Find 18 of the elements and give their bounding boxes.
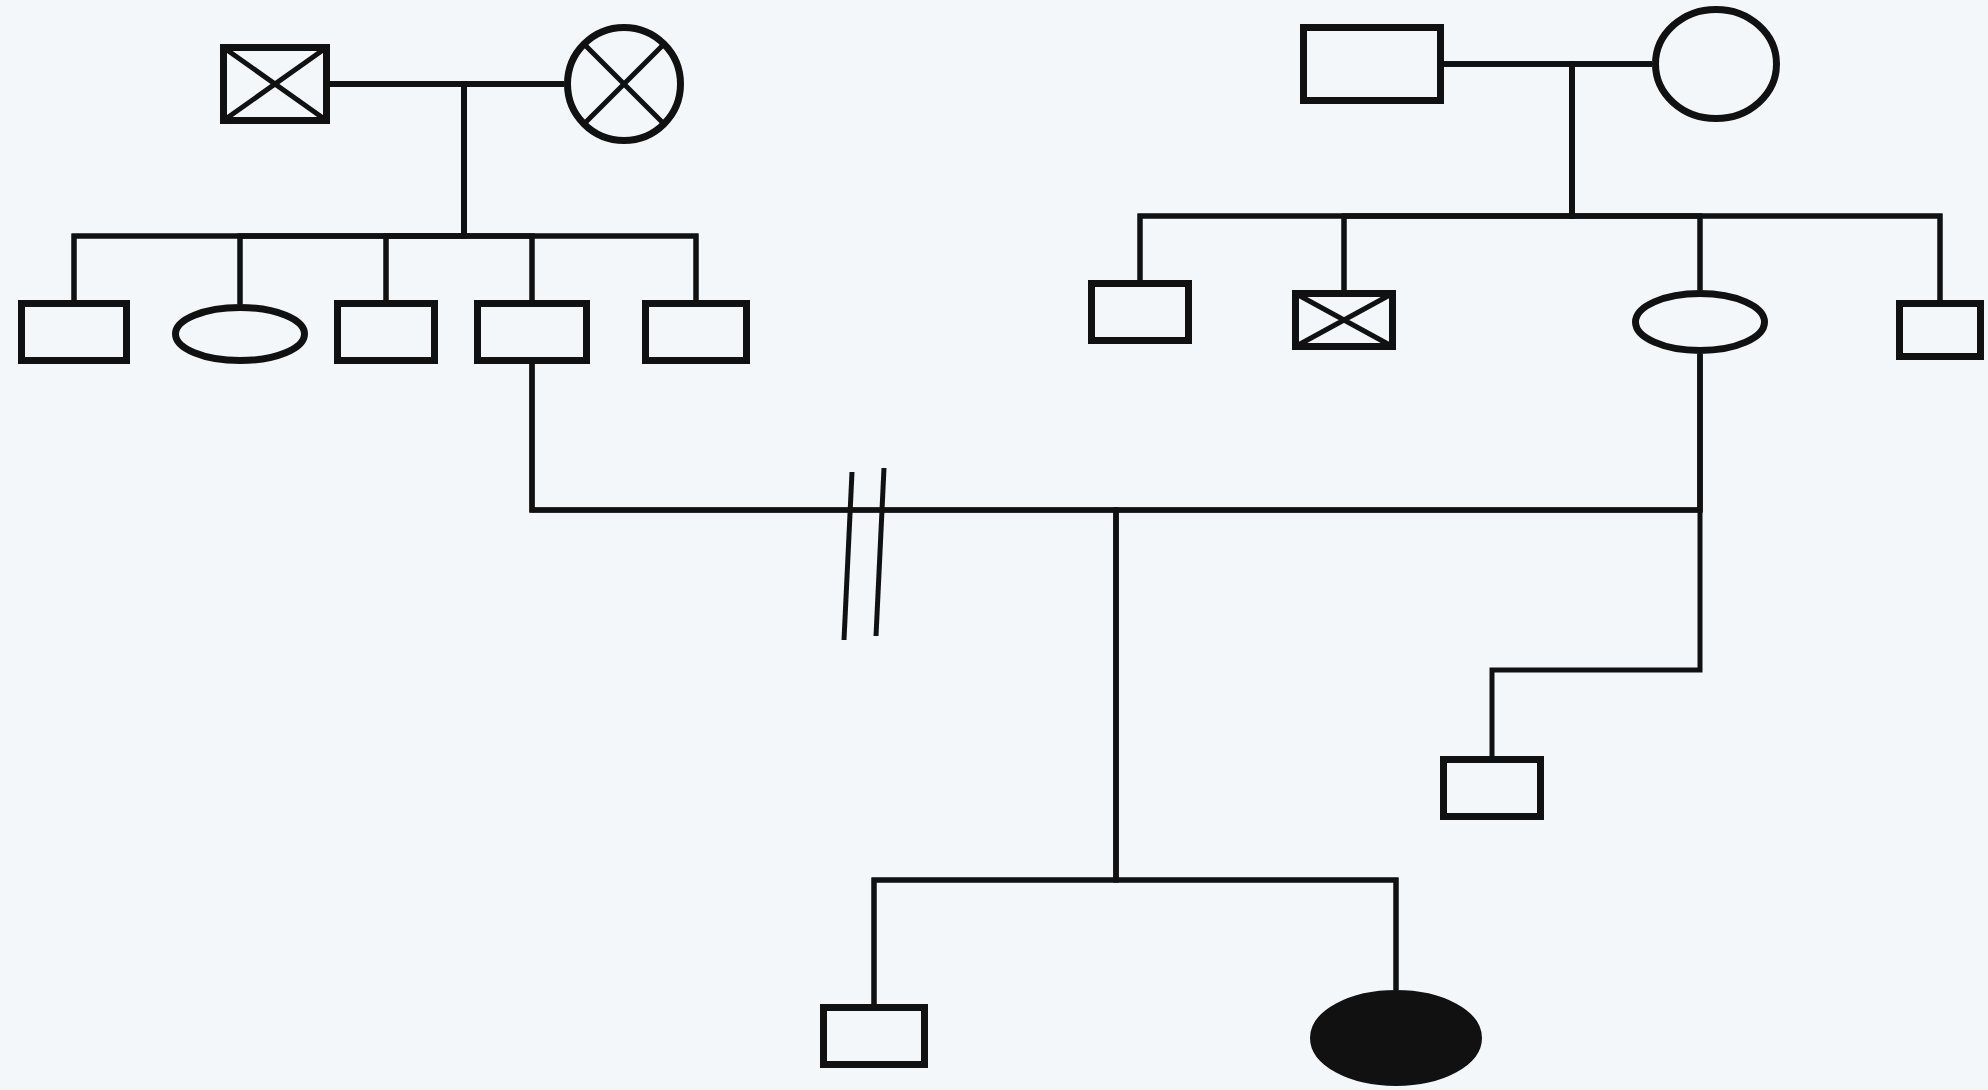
female-circle	[1652, 6, 1780, 122]
male-square	[642, 300, 750, 364]
male-square	[820, 1004, 928, 1068]
deceased-male-square	[1292, 290, 1396, 350]
deceased-female-circle	[564, 24, 684, 144]
male-square	[1896, 300, 1984, 360]
male-square	[1440, 756, 1544, 820]
pedigree-line	[1569, 61, 1943, 300]
deceased-male-square	[220, 44, 330, 124]
pedigree-line	[1113, 354, 1703, 990]
affected-female-circle	[1310, 990, 1482, 1086]
female-circle	[172, 304, 308, 364]
male-square	[18, 300, 130, 364]
female-circle	[1632, 290, 1768, 354]
male-square	[1300, 24, 1444, 104]
male-square	[334, 300, 438, 364]
male-square	[1088, 280, 1192, 344]
male-square	[474, 300, 590, 364]
